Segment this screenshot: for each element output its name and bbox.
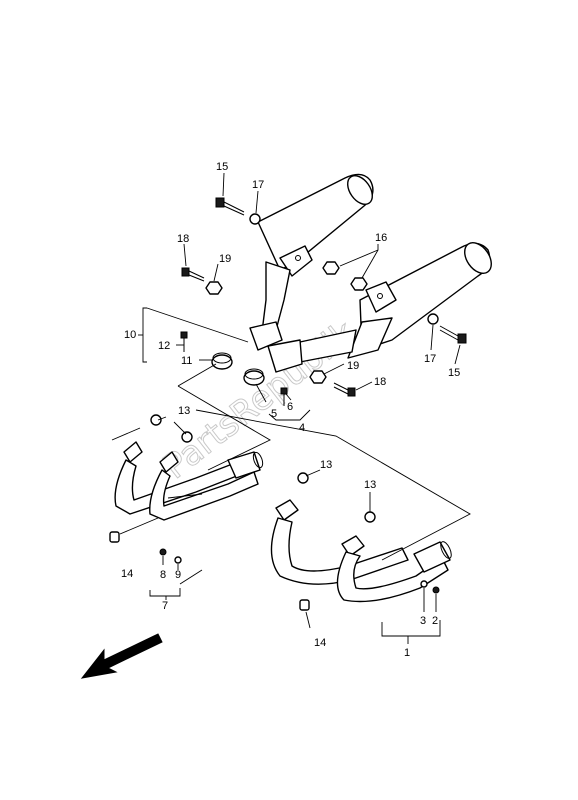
bolt-15-lower: [439, 325, 467, 344]
label-13-right-a: 13: [320, 459, 332, 471]
label-4: 4: [299, 422, 305, 434]
bolt-6: [280, 387, 288, 406]
muffler-lower: [267, 242, 492, 373]
bolt-12: [180, 331, 188, 352]
bolt-18-upper: [181, 267, 205, 282]
exhaust-pipe-7: [114, 441, 264, 521]
label-5: 5: [271, 408, 277, 420]
label-2: 2: [432, 615, 438, 627]
label-14-right: 14: [314, 637, 326, 649]
label-3: 3: [420, 615, 426, 627]
label-19-upper: 19: [219, 253, 231, 265]
clamp-5: [243, 368, 265, 386]
nut-16-a: [322, 261, 340, 275]
clamp-11: [211, 352, 233, 370]
label-10: 10: [124, 329, 136, 341]
label-15-upper: 15: [216, 161, 228, 173]
label-12: 12: [158, 340, 170, 352]
label-7: 7: [162, 600, 168, 612]
washer-17-upper: [249, 213, 261, 225]
label-9: 9: [175, 569, 181, 581]
gasket-13-right-a: [297, 472, 309, 484]
nut-19-upper: [205, 281, 223, 295]
washer-17-lower: [427, 313, 439, 325]
label-18-lower: 18: [374, 376, 386, 388]
gasket-13-right-b: [364, 511, 376, 523]
label-8: 8: [160, 569, 166, 581]
nut-16-b: [350, 277, 368, 291]
cap-14-left: [109, 531, 120, 543]
leader-lines: [111, 172, 471, 644]
label-13-left: 13: [178, 405, 190, 417]
label-6: 6: [287, 401, 293, 413]
part-labels: 15 17 18 19 16 10 12 11 19 17 15 18 6 5 …: [121, 161, 460, 659]
label-1: 1: [404, 647, 410, 659]
washer-9: [174, 556, 182, 564]
washer-3: [420, 580, 428, 588]
label-14-left: 14: [121, 568, 133, 580]
bolt-15-upper: [215, 197, 245, 216]
label-13-right-b: 13: [364, 479, 376, 491]
exhaust-pipe-1: [270, 499, 452, 603]
cap-14-right: [299, 599, 310, 611]
label-17-upper: 17: [252, 179, 264, 191]
label-15-lower: 15: [448, 367, 460, 379]
label-17-lower: 17: [424, 353, 436, 365]
nut-19-lower: [309, 370, 327, 384]
gasket-13-left-b: [181, 431, 193, 443]
muffler-upper: [249, 173, 374, 351]
bolt-8: [159, 548, 167, 556]
gasket-13-left-a: [150, 414, 162, 426]
label-19-lower: 19: [347, 360, 359, 372]
label-11: 11: [181, 355, 192, 367]
bolt-18-lower: [333, 382, 356, 397]
bolt-2: [432, 586, 440, 594]
label-16: 16: [375, 232, 387, 244]
front-direction-arrow-icon: [80, 633, 163, 679]
label-18-upper: 18: [177, 233, 189, 245]
